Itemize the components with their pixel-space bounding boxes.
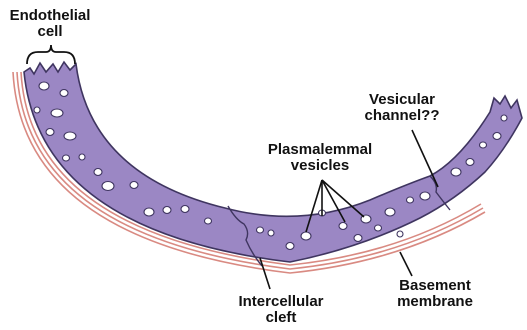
vesicle	[46, 129, 54, 136]
vesicle	[130, 182, 138, 189]
label-plasmalemmal-vesicles-line-1: Plasmalemmal	[258, 142, 382, 158]
label-endothelial-cell-line-2: cell	[4, 24, 96, 40]
label-intercellular-cleft-line-2: cleft	[226, 310, 336, 326]
label-intercellular-cleft: Intercellular cleft	[226, 294, 336, 326]
vesicle	[34, 107, 40, 113]
vesicle	[205, 218, 212, 224]
vesicle	[51, 109, 63, 117]
pointer-basement-membrane	[400, 252, 412, 276]
vesicle	[63, 155, 70, 161]
vesicle	[286, 243, 294, 250]
label-plasmalemmal-vesicles: Plasmalemmal vesicles	[258, 142, 382, 174]
vesicle	[385, 208, 395, 216]
vesicle	[163, 207, 171, 214]
label-endothelial-cell-line-1: Endothelial	[4, 8, 96, 24]
vesicle	[102, 182, 114, 191]
vesicle	[493, 133, 501, 140]
label-basement-membrane-line-1: Basement	[385, 278, 485, 294]
vesicle	[94, 169, 102, 176]
vesicle	[451, 168, 461, 176]
label-vesicular-channel-line-1: Vesicular	[352, 92, 452, 108]
vesicle	[39, 82, 49, 90]
vesicle	[466, 159, 474, 166]
label-basement-membrane-line-2: membrane	[385, 294, 485, 310]
vesicle	[397, 231, 403, 237]
vesicle	[79, 154, 85, 160]
label-basement-membrane: Basement membrane	[385, 278, 485, 310]
vesicle	[354, 235, 362, 242]
vesicle	[301, 232, 311, 240]
vesicle	[339, 223, 347, 230]
label-vesicular-channel-line-2: channel??	[352, 108, 452, 124]
vesicle	[501, 115, 507, 121]
vesicle	[420, 192, 430, 200]
vesicle	[480, 142, 487, 148]
vesicle	[60, 90, 68, 97]
vesicle	[268, 230, 274, 236]
endothelial-cell-bracket	[27, 45, 75, 64]
vesicle	[144, 208, 154, 216]
label-vesicular-channel: Vesicular channel??	[352, 92, 452, 124]
vesicle	[64, 132, 76, 140]
vesicle	[181, 206, 189, 213]
label-endothelial-cell: Endothelial cell	[4, 8, 96, 40]
vesicle	[257, 227, 264, 233]
label-plasmalemmal-vesicles-line-2: vesicles	[258, 158, 382, 174]
vesicle	[375, 225, 382, 231]
vesicle	[407, 197, 414, 203]
label-intercellular-cleft-line-1: Intercellular	[226, 294, 336, 310]
